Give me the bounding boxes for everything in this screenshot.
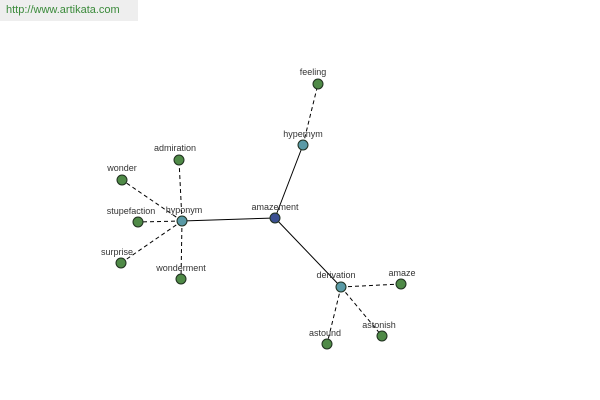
edge-amazement-derivation bbox=[274, 217, 342, 288]
node-label-astonish: astonish bbox=[362, 320, 396, 330]
edge-derivation-amaze bbox=[340, 283, 402, 288]
node-wonderment[interactable] bbox=[175, 273, 187, 285]
edge-derivation-astound bbox=[326, 286, 342, 345]
graph-nodes bbox=[115, 78, 407, 350]
node-astound[interactable] bbox=[321, 338, 333, 350]
node-feeling[interactable] bbox=[312, 78, 324, 90]
node-amaze[interactable] bbox=[395, 278, 407, 290]
node-stupefaction[interactable] bbox=[132, 216, 144, 228]
edge-amazement-hypernym bbox=[274, 144, 304, 219]
edge-hyponym-stupefaction bbox=[137, 220, 183, 223]
node-admiration[interactable] bbox=[173, 154, 185, 166]
edge-hyponym-wonder bbox=[121, 179, 183, 222]
node-hypernym[interactable] bbox=[297, 139, 309, 151]
node-label-hypernym: hypernym bbox=[283, 129, 323, 139]
node-astonish[interactable] bbox=[376, 330, 388, 342]
node-label-amaze: amaze bbox=[388, 268, 415, 278]
node-label-wonderment: wonderment bbox=[155, 263, 206, 273]
node-label-astound: astound bbox=[309, 328, 341, 338]
node-label-hyponym: hyponym bbox=[166, 205, 203, 215]
edge-derivation-astonish bbox=[340, 286, 383, 337]
node-surprise[interactable] bbox=[115, 257, 127, 269]
node-label-surprise: surprise bbox=[101, 247, 133, 257]
node-amazement[interactable] bbox=[269, 212, 281, 224]
source-banner: http://www.artikata.com bbox=[0, 0, 138, 21]
edge-hypernym-feeling bbox=[302, 83, 319, 146]
node-label-feeling: feeling bbox=[300, 67, 327, 77]
node-derivation[interactable] bbox=[335, 281, 347, 293]
graph-labels: amazement hyponym hypernym derivation feelin… bbox=[101, 67, 416, 338]
edge-hyponym-wonderment bbox=[180, 220, 183, 280]
node-label-amazement: amazement bbox=[251, 202, 299, 212]
edge-hyponym-surprise bbox=[120, 220, 183, 264]
source-url[interactable]: http://www.artikata.com bbox=[6, 4, 120, 16]
graph-edges bbox=[120, 83, 402, 345]
node-label-stupefaction: stupefaction bbox=[107, 206, 156, 216]
node-label-wonder: wonder bbox=[106, 163, 137, 173]
node-label-derivation: derivation bbox=[316, 270, 355, 280]
edge-hyponym-admiration bbox=[178, 159, 183, 222]
edge-amazement-hyponym bbox=[181, 217, 276, 222]
node-wonder[interactable] bbox=[116, 174, 128, 186]
node-label-admiration: admiration bbox=[154, 143, 196, 153]
node-hyponym[interactable] bbox=[176, 215, 188, 227]
